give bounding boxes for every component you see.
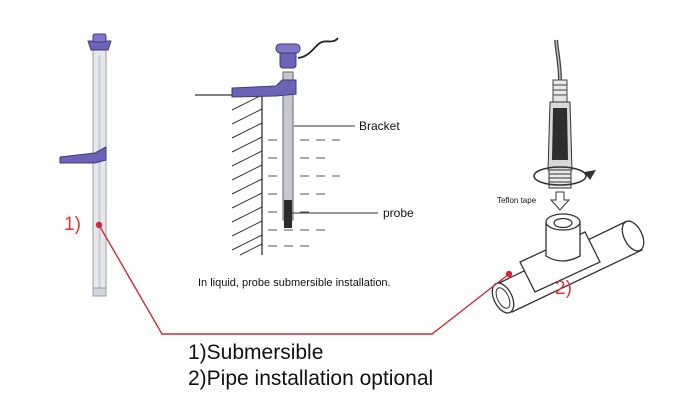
leader-line xyxy=(95,221,513,335)
marker-1-label: 1) xyxy=(64,214,81,235)
tank-wall-icon xyxy=(195,37,378,256)
teflon-tape-label: Teflon tape xyxy=(497,196,537,205)
pipe-tee-fitting-icon xyxy=(491,39,645,314)
caption-submersible: 1)Submersible xyxy=(188,341,324,364)
bracket-label: Bracket xyxy=(359,119,400,133)
liquid-installation-caption: In liquid, probe submersible installatio… xyxy=(198,277,391,289)
marker-2-label: 2) xyxy=(555,278,572,299)
probe-label: probe xyxy=(383,206,414,220)
caption-pipe-installation: 2)Pipe installation optional xyxy=(188,367,434,390)
submersible-pole-icon xyxy=(59,33,112,297)
